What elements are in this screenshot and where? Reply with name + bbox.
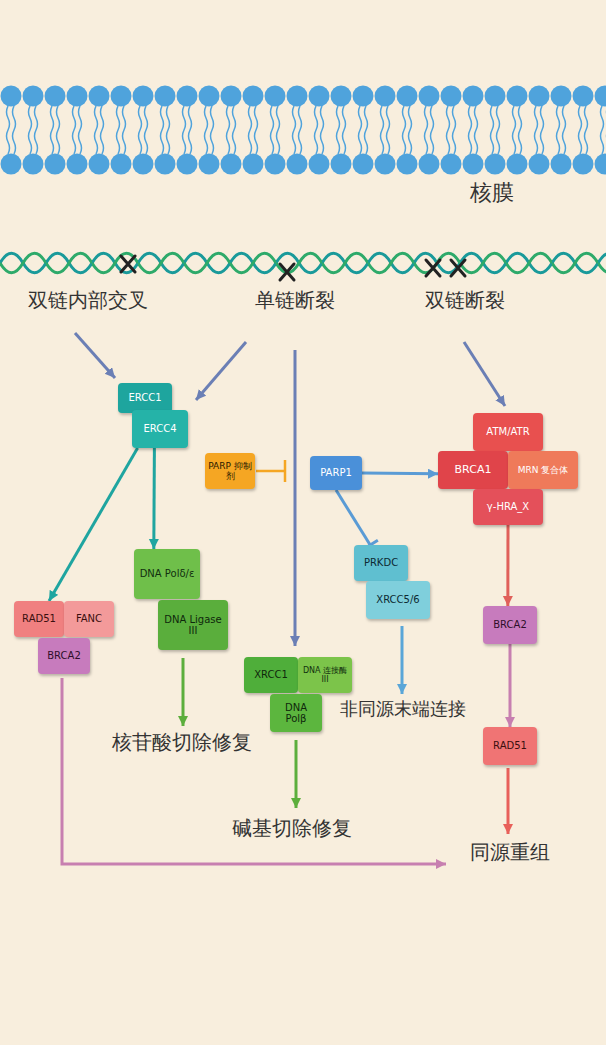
dna-helix xyxy=(0,248,606,278)
pathway-connector xyxy=(507,525,508,606)
protein-box: DNA Polβ xyxy=(270,694,322,732)
protein-box: PARP1 xyxy=(310,456,362,490)
protein-box: FANC xyxy=(64,601,114,637)
protein-box: ERCC4 xyxy=(132,410,188,448)
outcome-label: 核苷酸切除修复 xyxy=(112,730,252,754)
pathway-connector xyxy=(336,490,378,550)
protein-box: PRKDC xyxy=(354,545,408,581)
protein-box: BRCA2 xyxy=(483,606,537,644)
protein-box: BRCA1 xyxy=(438,451,508,489)
protein-name: DNA Polδ/ε xyxy=(140,568,195,580)
protein-box: DNA Ligase III xyxy=(158,600,228,650)
protein-name: MRN 复合体 xyxy=(518,465,569,475)
protein-box: ERCC1 xyxy=(118,383,172,413)
pathway-connector xyxy=(510,644,511,727)
pathway-connector xyxy=(49,448,138,601)
protein-name: ATM/ATR xyxy=(486,426,529,438)
outcome-label: 核膜 xyxy=(470,180,514,206)
protein-name: γ-HRA_X xyxy=(487,501,529,513)
outcome-label: 单链断裂 xyxy=(255,288,335,312)
protein-box: γ-HRA_X xyxy=(473,489,543,525)
protein-box: DNA 连接酶 III xyxy=(298,657,352,693)
protein-box: PARP 抑制剂 xyxy=(205,453,255,489)
protein-box: RAD51 xyxy=(14,601,64,637)
protein-box: XRCC5/6 xyxy=(366,581,430,619)
protein-name: ERCC1 xyxy=(128,392,161,404)
protein-name: PARP 抑制剂 xyxy=(208,461,252,482)
membrane-bilayer xyxy=(0,85,606,175)
protein-box: DNA Polδ/ε xyxy=(134,549,200,599)
protein-box: RAD51 xyxy=(483,727,537,765)
protein-name: ERCC4 xyxy=(143,423,176,435)
protein-name: XRCC1 xyxy=(254,669,288,681)
protein-name: BRCA2 xyxy=(47,650,81,662)
pathway-connector xyxy=(153,448,155,549)
outcome-label: 同源重组 xyxy=(470,840,550,864)
protein-name: RAD51 xyxy=(493,740,527,752)
outcome-label: 非同源末端连接 xyxy=(340,698,466,720)
protein-name: XRCC5/6 xyxy=(376,594,419,606)
protein-name: DNA Polβ xyxy=(273,702,319,725)
protein-name: DNA Ligase III xyxy=(161,614,225,637)
pathway-arrows xyxy=(62,333,508,864)
protein-box: ATM/ATR xyxy=(473,413,543,451)
protein-name: BRCA2 xyxy=(493,619,527,631)
protein-name: FANC xyxy=(76,613,102,625)
protein-name: PRKDC xyxy=(364,557,398,569)
protein-name: PARP1 xyxy=(320,467,352,479)
protein-name: BRCA1 xyxy=(455,464,492,477)
damage-marks xyxy=(121,256,465,280)
protein-box: BRCA2 xyxy=(38,638,90,674)
protein-box: XRCC1 xyxy=(244,657,298,693)
outcome-label: 双链断裂 xyxy=(425,288,505,312)
protein-name: RAD51 xyxy=(22,613,56,625)
pathway-connector xyxy=(362,473,438,475)
protein-box: MRN 复合体 xyxy=(508,451,578,489)
protein-name: DNA 连接酶 III xyxy=(301,666,349,684)
outcome-label: 双链内部交叉 xyxy=(28,288,148,312)
outcome-label: 碱基切除修复 xyxy=(232,816,352,840)
